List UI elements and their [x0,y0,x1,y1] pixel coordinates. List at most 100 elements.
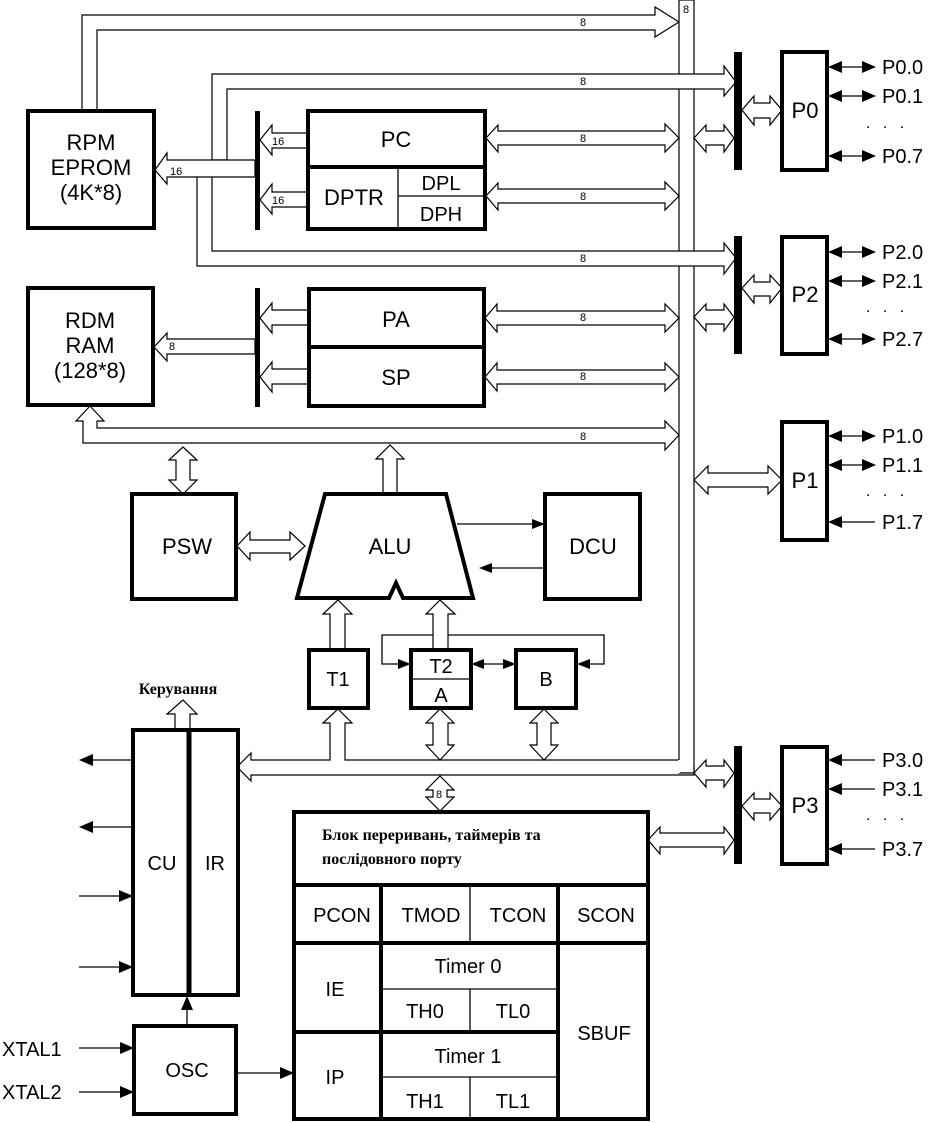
pin-label: P0.0 [882,57,923,79]
arrow-right-icon [862,90,876,102]
b-register-block: B [514,648,578,710]
port-p0: P0 [780,50,829,172]
p0-latch-bar [734,52,742,170]
arrow-left-icon [828,275,842,287]
rom-block: RPM EPROM (4K*8) [26,109,156,230]
bus-width-label: 8 [169,341,175,353]
pin-label: P1.1 [882,455,923,477]
bus-width-label: 8 [580,371,586,383]
arrow-right-icon [862,333,876,345]
alu-output-bus [374,444,406,495]
alu-label: ALU [369,534,412,559]
p1-label: P1 [792,468,819,493]
ram-size-label: (128*8) [54,358,126,383]
dcu-label: DCU [569,534,617,559]
p0-bus-connector [693,123,735,154]
arrow-right-icon [120,1086,134,1098]
t2-a-block: T2 A [409,648,473,710]
pin-ellipsis: . . . [866,299,908,316]
arrow-right-icon [120,1042,134,1054]
rom-type-label: EPROM [51,155,132,180]
t2-alu-bus [424,599,457,652]
irq-block-title-2: послідовного порту [322,851,462,868]
pin-label: P1.0 [882,426,923,448]
sp-data-bus [484,361,680,393]
p2-label: P2 [792,282,819,307]
p3-internal-bus [741,791,783,822]
port-p3: P3 [780,745,829,866]
p3-latch-bar [734,746,742,864]
arrow-left-icon [828,90,842,102]
ie-label: IE [326,979,345,1001]
arrow-left-icon [828,430,842,442]
main-vertical-bus: 8 [678,0,695,774]
ip-label: IP [326,1067,345,1089]
pa-label: PA [382,307,410,332]
bus-width-label: 8 [580,312,586,324]
arrow-left-icon [828,516,842,528]
psw-alu-bus [236,530,306,562]
xtal1-label: XTAL1 [2,1039,62,1061]
arrow-head-icon [479,563,492,573]
dcu-block: DCU [543,492,642,601]
bus-width-label: 16 [272,136,284,148]
bus-width-label: 8 [580,253,586,265]
arrow-right-icon [119,890,133,902]
p3-bus-connector [693,758,735,789]
lower-internal-bus [236,708,695,783]
address-mux-bar [255,111,260,230]
t2-loop-line [381,634,433,665]
xtal2-label: XTAL2 [2,1082,62,1104]
arrow-left-icon [828,150,842,162]
cu-label: CU [148,853,177,875]
pc-dptr-block: PC DPTR DPL DPH [306,109,487,231]
t1-alu-bus [321,599,354,651]
port-p2: P2 [780,235,829,356]
bus-width-label: 8 [580,76,586,88]
bus-width-label: 8 [683,4,689,16]
pin-label: P0.7 [882,146,923,168]
dph-label: DPH [420,204,462,226]
arrow-left-icon [828,843,842,855]
tcon-label: TCON [490,905,547,927]
ram-address-mux-bar [255,288,260,407]
bus-width-label: 8 [580,191,586,203]
arrow-right-icon [862,246,876,258]
irq-block-title-1: Блок переривань, таймерів та [322,827,541,844]
pa-data-bus [484,302,680,334]
rom-address-arrow: 16 [154,151,256,186]
sbuf-label: SBUF [577,1023,630,1045]
dptr-data-bus: 8 [485,180,680,212]
ram-type-label: RAM [66,333,115,358]
scon-label: SCON [577,905,635,927]
pin-label: P0.1 [882,86,923,108]
control-label: Керування [139,681,218,698]
psw-block: PSW [130,492,238,601]
arrow-head-icon [398,659,411,669]
pin-label: P2.7 [882,329,923,351]
dptr-label: DPTR [324,185,384,210]
dptr-address-arrow: 16 [259,182,309,216]
pin-label: P2.1 [882,271,923,293]
pcon-label: PCON [313,905,371,927]
pa-address-arrow [259,301,309,335]
p0-address-bus: 8 [211,64,737,161]
psw-bus [167,446,199,495]
arrow-right-icon [862,430,876,442]
b-label: B [539,669,552,691]
ram-data-bus: 8 [74,405,680,452]
pin-label: P3.0 [882,750,923,772]
arrow-right-icon [862,459,876,471]
arrow-right-icon [280,1067,294,1079]
arrow-right-icon [862,61,876,73]
p1-bus [693,464,783,496]
th0-label: TH0 [406,1001,444,1023]
t1-block: T1 [307,648,370,710]
sp-label: SP [381,365,410,390]
interrupt-timer-serial-block: Блок переривань, таймерів та послідовног… [292,810,650,1121]
arrow-head-icon [577,659,590,669]
pin-label: P3.7 [882,839,923,861]
pc-address-arrow: 16 [259,123,309,157]
bus-width-label: 8 [580,17,586,29]
